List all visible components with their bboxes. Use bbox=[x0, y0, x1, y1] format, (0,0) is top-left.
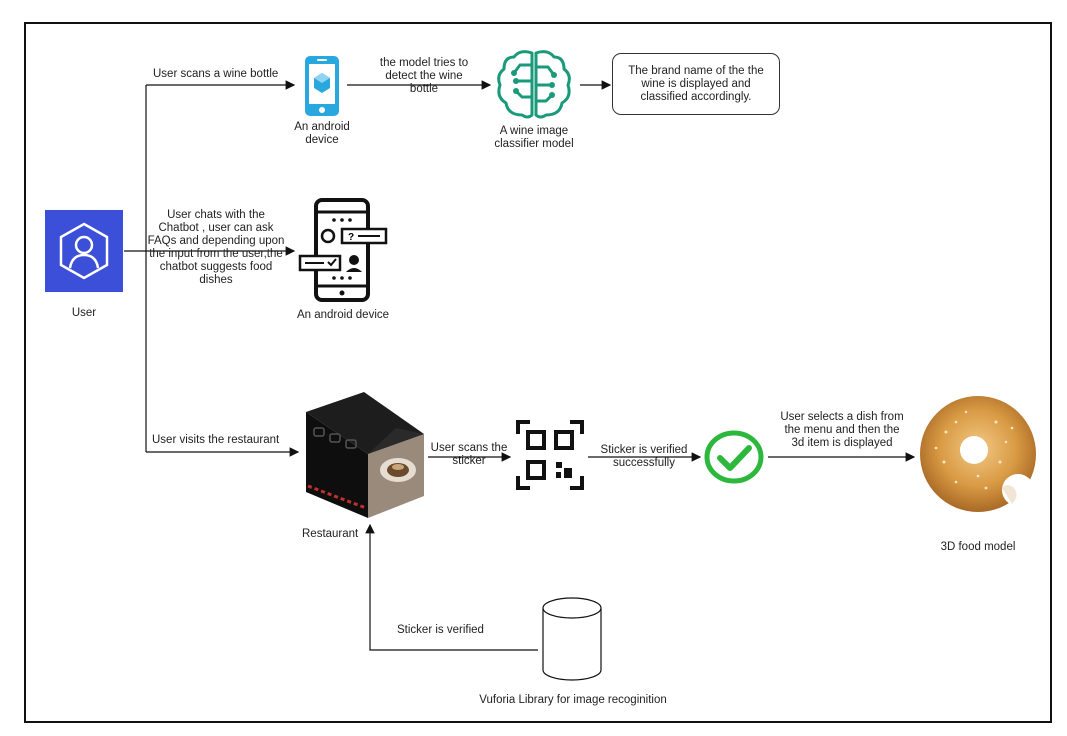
edge-label-verified: Sticker is verified bbox=[397, 624, 484, 636]
brain-classifier-icon bbox=[497, 50, 571, 119]
edge-label-detect: the model tries to detect the wine bottl… bbox=[379, 57, 469, 95]
restaurant-label: Restaurant bbox=[302, 528, 359, 540]
edge-label-scan-wine: User scans a wine bottle bbox=[153, 68, 279, 80]
user-icon bbox=[45, 210, 123, 292]
edge-label-visit: User visits the restaurant bbox=[152, 434, 280, 446]
edge-label-select-dish: User selects a dish from the menu and th… bbox=[780, 411, 904, 449]
user-node bbox=[45, 210, 123, 292]
android-phone-node bbox=[303, 55, 341, 117]
user-label: User bbox=[71, 307, 97, 319]
edge-label-chat: User chats with the Chatbot , user can a… bbox=[147, 209, 285, 286]
qr-scan-icon bbox=[516, 420, 584, 490]
donut-icon bbox=[920, 396, 1036, 512]
food-model-label: 3D food model bbox=[940, 541, 1016, 553]
classifier-node bbox=[492, 45, 576, 123]
check-node bbox=[704, 430, 764, 484]
android-phone-icon bbox=[305, 56, 339, 116]
brand-result-box: The brand name of the the wine is displa… bbox=[612, 53, 780, 115]
edge-verified bbox=[365, 523, 538, 651]
android-2-label: An android device bbox=[296, 309, 390, 321]
donut-node bbox=[916, 392, 1040, 516]
edge-label-verified-ok: Sticker is verified successfully bbox=[600, 444, 688, 469]
check-circle-icon bbox=[704, 430, 764, 484]
classifier-label: A wine image classifier model bbox=[494, 125, 574, 150]
chat-phone-icon: ? bbox=[298, 198, 388, 302]
edge-label-scan-sticker: User scans the sticker bbox=[430, 442, 508, 467]
restaurant-node bbox=[300, 390, 430, 520]
database-node bbox=[540, 596, 604, 682]
database-cylinder-icon bbox=[542, 597, 602, 681]
restaurant-house-icon bbox=[306, 392, 424, 518]
svg-text:?: ? bbox=[348, 232, 354, 243]
qr-node bbox=[514, 418, 586, 492]
diagram-frame bbox=[24, 22, 1052, 723]
vuforia-label: Vuforia Library for image recoginition bbox=[479, 694, 667, 706]
android-1-label: An android device bbox=[294, 121, 350, 146]
chat-phone-node: ? bbox=[296, 198, 390, 302]
brand-result-text: The brand name of the the wine is displa… bbox=[628, 64, 764, 103]
